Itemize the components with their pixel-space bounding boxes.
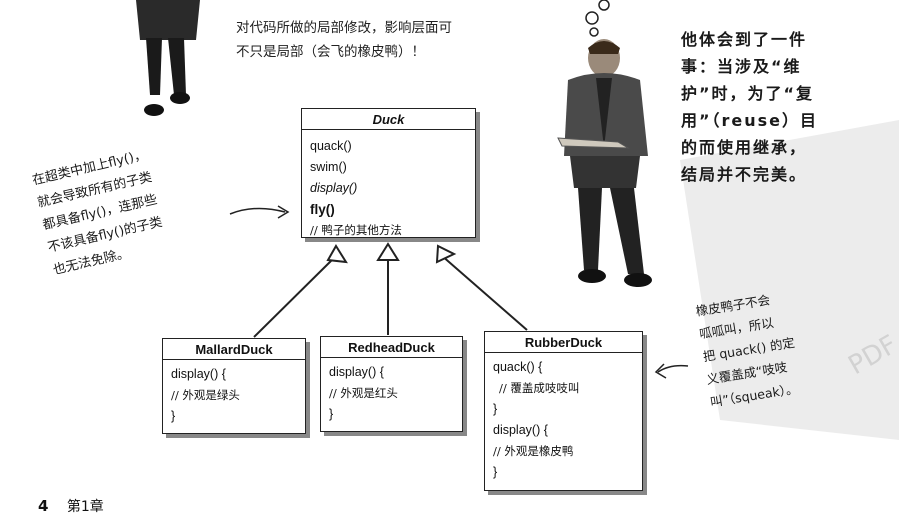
method-other: // 鸭子的其他方法 xyxy=(310,223,402,237)
mallard-duck-class-box: MallardDuck display() { // 外观是绿头 } xyxy=(162,338,306,434)
method-swim: swim() xyxy=(310,160,347,174)
chapter-label: 第1章 xyxy=(66,499,104,515)
code-line: // 外观是橡皮鸭 xyxy=(493,444,574,458)
method-quack: quack() xyxy=(310,139,352,153)
code-line: quack() { xyxy=(493,360,543,374)
code-line: display() { xyxy=(493,423,548,437)
code-line: } xyxy=(329,407,334,421)
watermark-seal: PDF xyxy=(680,120,899,440)
mallard-duck-body: display() { // 外观是绿头 } xyxy=(163,360,305,431)
lead-text-line: 对代码所做的局部修改，影响层面可 xyxy=(236,20,452,36)
page-number: 4 xyxy=(38,497,49,515)
thought-bubble-text: 他体会到了一件 事：当涉及“维 护”时，为了“复 用”（reuse）目 的而使用… xyxy=(681,26,859,188)
bubble-line: 的而使用继承， xyxy=(681,138,808,157)
duck-methods: quack() swim() display() fly() // 鸭子的其他方… xyxy=(302,130,475,245)
code-line: // 外观是红头 xyxy=(329,386,398,400)
page-footer: 4 第1章 xyxy=(38,496,104,516)
bubble-line: 护”时，为了“复 xyxy=(681,84,815,103)
bubble-line: 用”（reuse）目 xyxy=(681,111,819,130)
redhead-duck-body: display() { // 外观是红头 } xyxy=(321,358,462,429)
code-line: display() { xyxy=(171,367,226,381)
code-line: // 外观是绿头 xyxy=(171,388,240,402)
method-display: display() xyxy=(310,181,358,195)
duck-class-title: Duck xyxy=(302,109,475,130)
duck-class-box: Duck quack() swim() display() fly() // 鸭… xyxy=(301,108,476,238)
rubber-duck-title: RubberDuck xyxy=(485,332,642,353)
mallard-duck-title: MallardDuck xyxy=(163,339,305,360)
right-handwritten-note: 橡皮鸭子不会 呱呱叫，所以 把 quack() 的定 义覆盖成“吱吱 叫”（sq… xyxy=(694,285,804,413)
bubble-line: 事：当涉及“维 xyxy=(681,57,802,76)
bubble-line: 他体会到了一件 xyxy=(681,30,808,49)
man-reading-illustration xyxy=(557,39,652,287)
rubber-duck-body: quack() { // 覆盖成吱吱叫 } display() { // 外观是… xyxy=(485,353,642,487)
method-fly: fly() xyxy=(310,202,335,217)
code-line: // 覆盖成吱吱叫 xyxy=(499,381,580,395)
code-line: } xyxy=(493,402,498,416)
code-line: } xyxy=(171,409,176,423)
redhead-duck-title: RedheadDuck xyxy=(321,337,462,358)
code-line: display() { xyxy=(329,365,384,379)
man-standing-illustration xyxy=(136,0,200,116)
code-line: } xyxy=(493,465,498,479)
lead-text-line: 不只是局部（会飞的橡皮鸭）！ xyxy=(236,44,425,60)
lead-text: 对代码所做的局部修改，影响层面可 不只是局部（会飞的橡皮鸭）！ xyxy=(236,16,452,64)
thought-bubbles xyxy=(585,0,610,37)
rubber-duck-class-box: RubberDuck quack() { // 覆盖成吱吱叫 } display… xyxy=(484,331,643,491)
redhead-duck-class-box: RedheadDuck display() { // 外观是红头 } xyxy=(320,336,463,432)
bubble-line: 结局并不完美。 xyxy=(681,165,808,184)
